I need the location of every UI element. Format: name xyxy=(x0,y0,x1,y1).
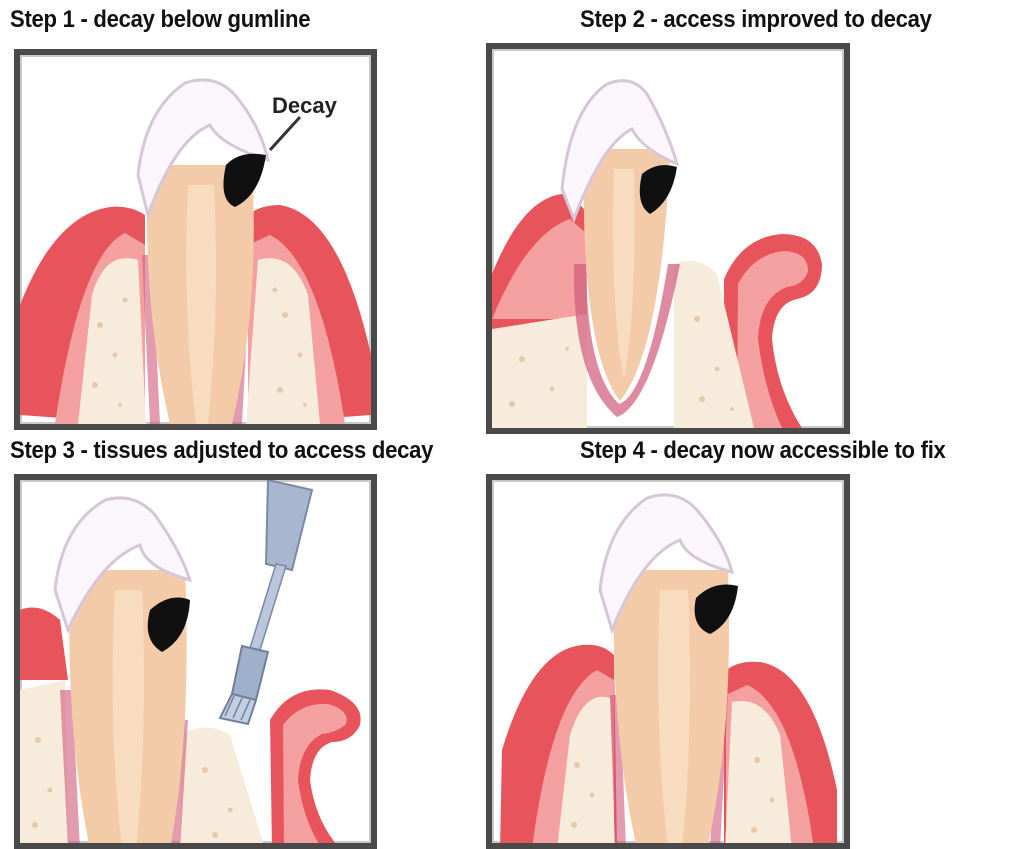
step-4-illustration xyxy=(492,480,844,849)
bone xyxy=(180,728,265,849)
gum-tissue xyxy=(20,608,68,680)
step-1-panel: Decay xyxy=(14,49,377,430)
step-3-illustration xyxy=(20,480,371,849)
decay-spot xyxy=(223,154,266,207)
step-2-illustration xyxy=(492,49,844,428)
step-2-panel xyxy=(486,43,850,434)
decay-label: Decay xyxy=(272,93,337,119)
step-3-caption: Step 3 - tissues adjusted to access deca… xyxy=(10,437,433,465)
step-1-caption: Step 1 - decay below gumline xyxy=(10,6,310,34)
decay-spot xyxy=(640,165,677,214)
decay-pointer xyxy=(270,117,300,150)
bone xyxy=(492,314,587,428)
step-4-caption: Step 4 - decay now accessible to fix xyxy=(580,437,946,465)
step-4-panel xyxy=(486,474,850,849)
dental-instrument xyxy=(220,480,312,724)
step-3-panel xyxy=(14,474,377,849)
step-2-caption: Step 2 - access improved to decay xyxy=(580,6,932,34)
